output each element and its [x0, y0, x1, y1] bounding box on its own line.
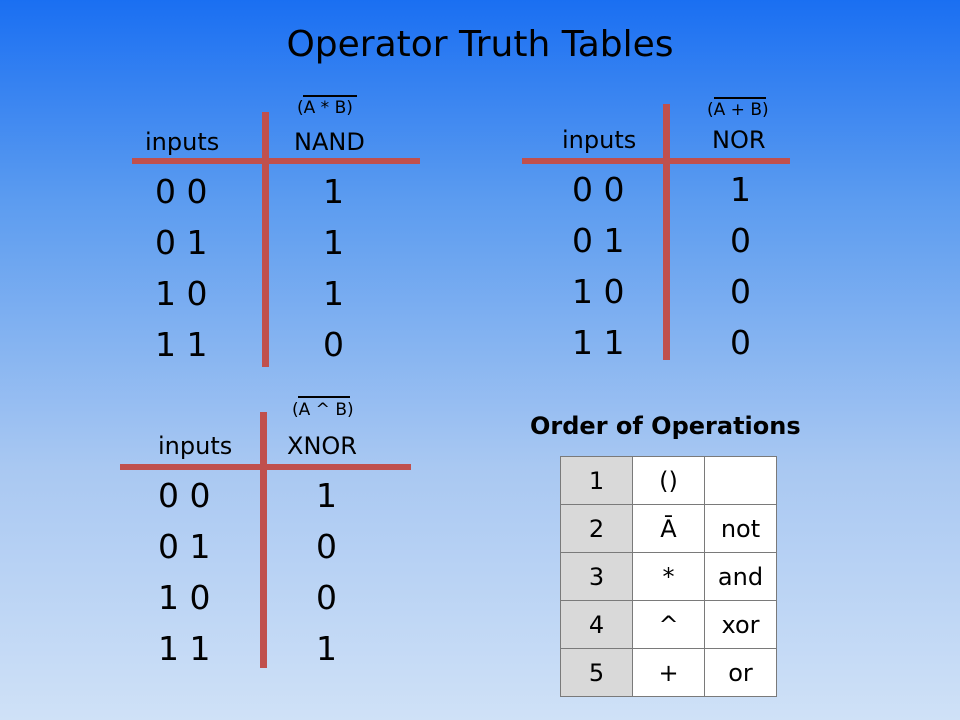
- symbol-cell: +: [632, 648, 705, 697]
- order-of-operations-title: Order of Operations: [530, 412, 801, 440]
- operator-name-cell: or: [704, 648, 777, 697]
- nand-row-1-inputs: 0 0: [155, 172, 208, 211]
- xnor-row-1-inputs: 0 0: [158, 476, 211, 515]
- xnor-expression: (A ^ B): [292, 400, 354, 420]
- order-of-operations-table: 1 () 2 Ā not 3 * and 4 ^ xor 5 + or: [560, 456, 777, 697]
- nand-row-1-output: 1: [323, 172, 344, 211]
- nand-column-divider: [262, 112, 269, 367]
- xnor-output-header: XNOR: [287, 432, 357, 460]
- nand-row-4-output: 0: [323, 325, 344, 364]
- operator-name-cell: and: [704, 552, 777, 601]
- xnor-row-3-output: 0: [316, 578, 337, 617]
- nand-output-header: NAND: [294, 128, 365, 156]
- nor-row-3-inputs: 1 0: [572, 272, 625, 311]
- nor-header-divider: [522, 158, 790, 164]
- operator-name-cell: [704, 456, 777, 505]
- expression-overbar: [303, 95, 357, 97]
- nor-expression: (A + B): [707, 100, 769, 120]
- nor-row-1-inputs: 0 0: [572, 170, 625, 209]
- xnor-row-4-output: 1: [316, 629, 337, 668]
- symbol-cell: *: [632, 552, 705, 601]
- operator-name-cell: xor: [704, 600, 777, 649]
- table-row: 5 + or: [560, 648, 777, 697]
- nor-row-2-inputs: 0 1: [572, 221, 625, 260]
- table-row: 4 ^ xor: [560, 600, 777, 649]
- rank-cell: 4: [560, 600, 633, 649]
- rank-cell: 2: [560, 504, 633, 553]
- nand-inputs-header: inputs: [145, 128, 220, 156]
- expression-overbar: [298, 396, 350, 398]
- nor-row-1-output: 1: [730, 170, 751, 209]
- nand-row-3-output: 1: [323, 274, 344, 313]
- expression-overbar: [714, 97, 766, 99]
- symbol-cell: Ā: [632, 504, 705, 553]
- page-title: Operator Truth Tables: [286, 24, 674, 65]
- xnor-column-divider: [260, 412, 267, 668]
- table-row: 1 (): [560, 456, 777, 505]
- rank-cell: 3: [560, 552, 633, 601]
- symbol-cell: (): [632, 456, 705, 505]
- nand-row-2-inputs: 0 1: [155, 223, 208, 262]
- nand-row-3-inputs: 1 0: [155, 274, 208, 313]
- xnor-row-3-inputs: 1 0: [158, 578, 211, 617]
- nor-row-3-output: 0: [730, 272, 751, 311]
- nor-row-4-inputs: 1 1: [572, 323, 625, 362]
- nand-row-4-inputs: 1 1: [155, 325, 208, 364]
- xnor-inputs-header: inputs: [158, 432, 233, 460]
- xnor-row-4-inputs: 1 1: [158, 629, 211, 668]
- nor-row-2-output: 0: [730, 221, 751, 260]
- table-row: 3 * and: [560, 552, 777, 601]
- rank-cell: 5: [560, 648, 633, 697]
- nand-header-divider: [132, 158, 420, 164]
- nand-row-2-output: 1: [323, 223, 344, 262]
- table-row: 2 Ā not: [560, 504, 777, 553]
- rank-cell: 1: [560, 456, 633, 505]
- xnor-row-1-output: 1: [316, 476, 337, 515]
- xnor-row-2-inputs: 0 1: [158, 527, 211, 566]
- xnor-row-2-output: 0: [316, 527, 337, 566]
- symbol-cell: ^: [632, 600, 705, 649]
- nor-output-header: NOR: [712, 126, 766, 154]
- operator-name-cell: not: [704, 504, 777, 553]
- nor-row-4-output: 0: [730, 323, 751, 362]
- nor-inputs-header: inputs: [562, 126, 637, 154]
- nor-column-divider: [663, 104, 670, 360]
- nand-expression: (A * B): [297, 98, 353, 118]
